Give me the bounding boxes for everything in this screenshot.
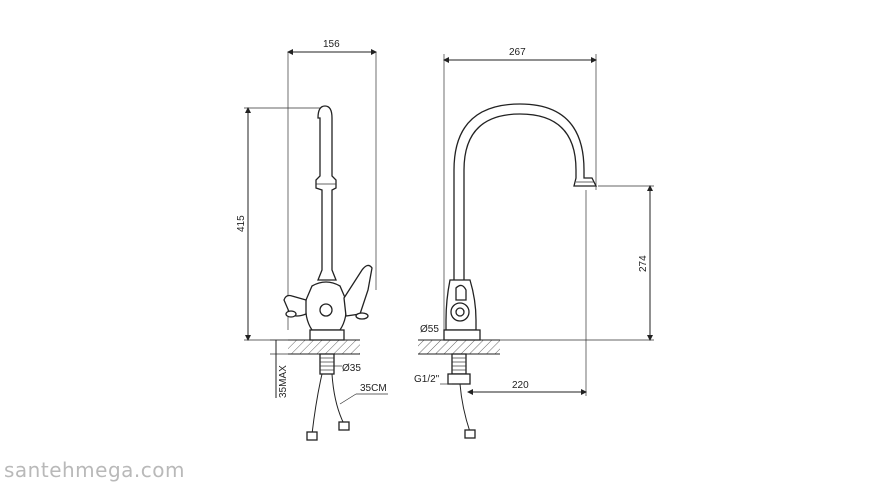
left-width-label: 156 <box>323 39 340 50</box>
left-mount-rod <box>319 353 335 375</box>
right-width-label: 267 <box>509 47 526 58</box>
right-thread-label: G1/2" <box>414 374 440 385</box>
right-hose <box>459 383 471 433</box>
left-view: 156 415 <box>236 39 388 441</box>
left-max-label: 35MAX <box>278 365 289 398</box>
left-hole-label: Ø35 <box>342 363 361 374</box>
site-watermark: santehmega.com <box>4 458 185 482</box>
left-countertop <box>288 340 360 354</box>
right-handle-top <box>455 284 467 301</box>
right-countertop <box>418 340 500 354</box>
left-hose-nut-2 <box>338 421 350 431</box>
left-hose-2 <box>331 373 345 425</box>
left-hose-1 <box>311 373 323 435</box>
left-hose-nut-1 <box>306 431 318 441</box>
right-view: 267 274 Ø55 G1/2" <box>414 47 654 439</box>
right-spout-height-label: 274 <box>638 255 649 272</box>
left-base <box>309 329 345 341</box>
left-spout <box>315 105 337 281</box>
right-mount-nut <box>447 373 471 385</box>
right-hose-nut <box>464 429 476 439</box>
right-mount-rod <box>451 353 467 375</box>
left-handle-right <box>343 264 373 317</box>
right-base-label: Ø55 <box>420 324 439 335</box>
left-height-label: 415 <box>236 215 247 232</box>
right-reach-label: 220 <box>512 380 529 391</box>
right-gooseneck-spout <box>453 103 598 283</box>
right-base <box>443 329 481 341</box>
left-hose-label: 35CM <box>360 383 387 394</box>
